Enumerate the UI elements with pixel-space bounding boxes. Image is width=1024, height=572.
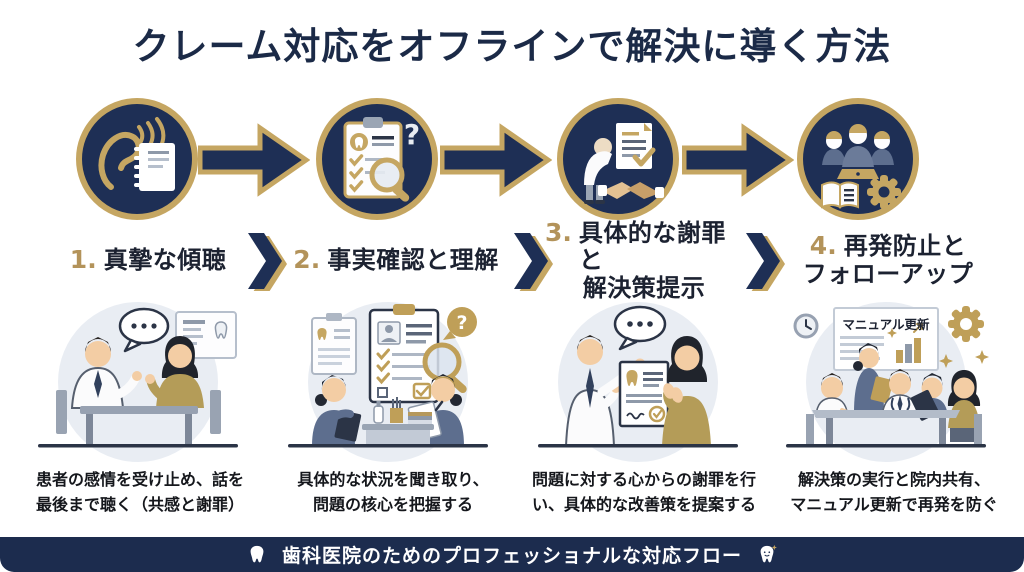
step-4-number: 4. (809, 231, 837, 261)
chevron-right-icon (248, 233, 287, 291)
patient (662, 336, 711, 446)
step-2-label: 2. 事実確認と理解 (286, 228, 506, 292)
footer-bar: 歯科医院のためのプロフェッショナルな対応フロー (0, 537, 1024, 572)
patient-right (947, 370, 981, 442)
gear-icon (948, 306, 984, 342)
flow-arrow-right-icon (682, 123, 794, 197)
step-1-description: 患者の感情を受け止め、話を 最後まで聴く（共感と謝罪） (35, 470, 244, 514)
notepad-glyph (134, 143, 175, 191)
step-4-label: 4. 再発防止と フォローアップ (786, 228, 990, 292)
bow-document-handshake-icon (557, 98, 679, 220)
meeting-table (806, 410, 982, 446)
step-4-title-line2: フォローアップ (802, 260, 974, 288)
clock-icon (793, 313, 819, 339)
speech-bubble (118, 307, 170, 353)
ear-glyph (98, 117, 166, 190)
step-3-title: 具体的な謝罪と (578, 218, 726, 275)
illustration-apology (528, 296, 748, 464)
page-title: クレーム対応をオフラインで解決に導く方法 (132, 25, 892, 68)
flow-arrow-right-icon (440, 123, 552, 197)
desk (362, 397, 434, 444)
step-2-description: 具体的な状況を聞き取り、 問題の核心を把握する (297, 470, 489, 514)
speech-bubble (613, 305, 667, 351)
step-1-label: 1. 真摯な傾聴 (52, 228, 244, 292)
standing-nurse (853, 343, 894, 412)
whiteboard-label: マニュアル更新 (842, 317, 930, 332)
illustration-followup: マニュアル更新 (776, 296, 996, 464)
step-1-number: 1. (69, 245, 97, 275)
chevron-right-icon (746, 233, 785, 291)
tooth-icon (250, 545, 264, 562)
gear-glyph (867, 175, 901, 209)
step-3-label: 3. 具体的な謝罪と 解決策提示 (545, 218, 743, 302)
step-2-title: 事実確認と理解 (327, 246, 499, 275)
step-2-number: 2. (293, 245, 321, 275)
flow-arrow-right-icon (198, 123, 310, 197)
staff-left (312, 375, 362, 446)
sparkle-icon (939, 354, 953, 368)
handshake-glyph (598, 182, 664, 199)
sparkle-icon (975, 350, 989, 364)
step-3-title-line2: 解決策提示 (582, 273, 706, 302)
doctor (70, 337, 142, 409)
tooth-smile-icon (760, 544, 777, 562)
step-3-number: 3. (545, 217, 572, 247)
chevron-right-icon (514, 233, 553, 291)
small-clipboard (311, 313, 357, 375)
svg-text:?: ? (456, 312, 467, 334)
team-book-gear-icon (797, 98, 919, 220)
question-mark-glyph: ? (404, 118, 420, 151)
step-1-title: 真摯な傾聴 (103, 246, 227, 275)
magnifier-glyph (369, 157, 410, 202)
footer-text: 歯科医院のためのプロフェッショナルな対応フロー (281, 545, 742, 567)
clipboard-magnifier-icon: ? (316, 98, 438, 220)
step-4-description: 解決策の実行と院内共有、 マニュアル更新で再発を防ぐ (790, 470, 998, 514)
question-bubble: ? (443, 307, 477, 340)
illustration-fact-check: ? (278, 296, 498, 464)
solution-document (618, 360, 670, 428)
patient (145, 336, 204, 408)
document-check-glyph (616, 123, 656, 169)
open-book-glyph (821, 181, 859, 209)
step-3-description: 問題に対する心からの謝罪を行 い、具体的な改善策を提案する (531, 470, 756, 514)
step-4-title: 再発防止と (843, 232, 967, 261)
illustration-listening (28, 296, 248, 464)
team-glyph (822, 124, 894, 179)
ear-listening-icon (76, 98, 198, 220)
